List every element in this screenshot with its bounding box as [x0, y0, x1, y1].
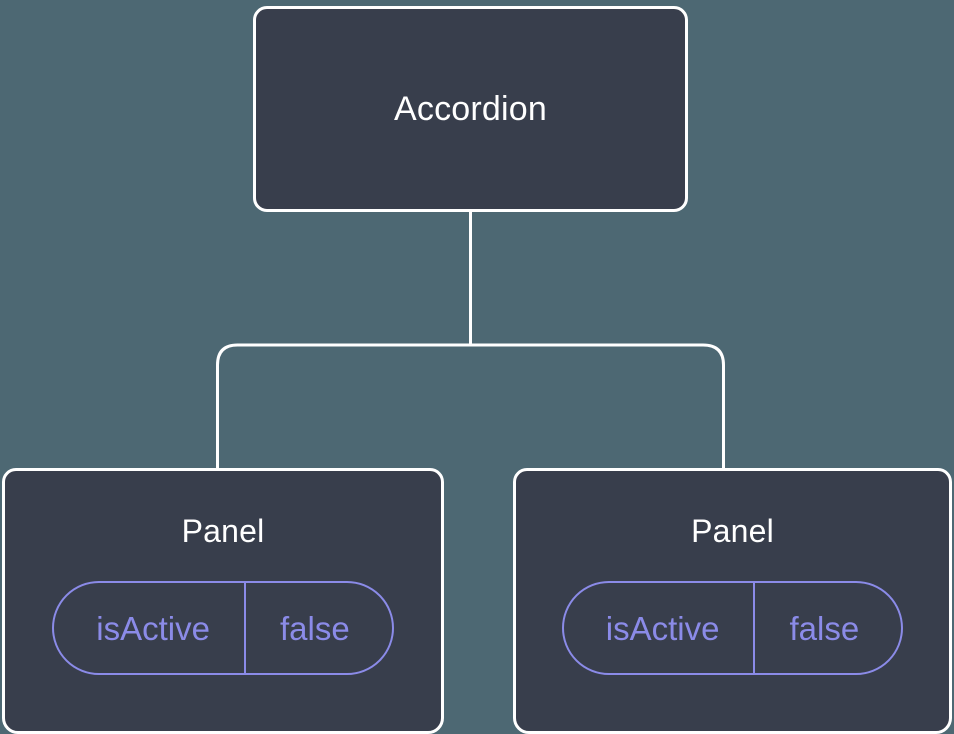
edge-branch-bar	[216, 343, 725, 470]
node-panel-left[interactable]: Panel isActive false	[2, 468, 444, 734]
prop-value-label: false	[243, 583, 392, 673]
prop-key-label: isActive	[605, 609, 720, 647]
prop-badge-isactive-right[interactable]: isActive false	[561, 581, 904, 675]
node-accordion[interactable]: Accordion	[253, 6, 688, 212]
node-panel-right-title: Panel	[691, 513, 774, 549]
prop-value-label: false	[753, 583, 901, 673]
node-panel-right[interactable]: Panel isActive false	[513, 468, 952, 734]
node-panel-left-title: Panel	[181, 513, 265, 549]
prop-badge-isactive-left[interactable]: isActive false	[52, 581, 394, 675]
node-accordion-title: Accordion	[394, 90, 547, 128]
prop-key-label: isActive	[96, 609, 210, 647]
